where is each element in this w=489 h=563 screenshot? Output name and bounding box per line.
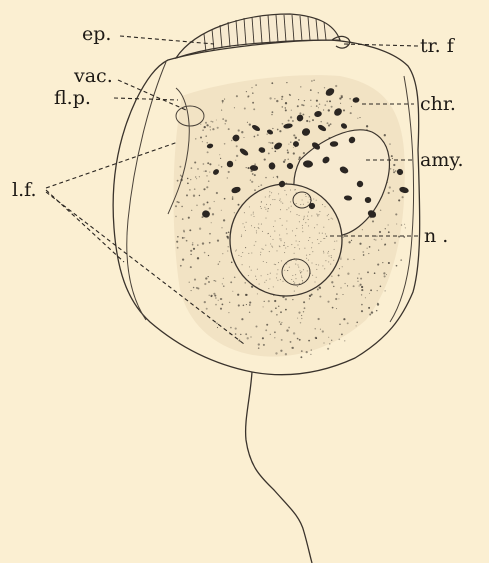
lateral-fold-line (127, 62, 166, 320)
label-l-f: l.f. (12, 179, 37, 201)
label-n: n . (424, 225, 448, 247)
label-chr: chr. (420, 93, 456, 115)
label-tr-f: tr. f (420, 35, 456, 57)
label-vac: vac. (73, 65, 113, 87)
flagellum (246, 372, 312, 563)
nucleus (230, 184, 342, 296)
label-fl-p: fl.p. (54, 87, 91, 109)
label-ep: ep. (82, 23, 111, 45)
episome-crest (176, 14, 340, 58)
label-amy: amy. (420, 149, 464, 171)
